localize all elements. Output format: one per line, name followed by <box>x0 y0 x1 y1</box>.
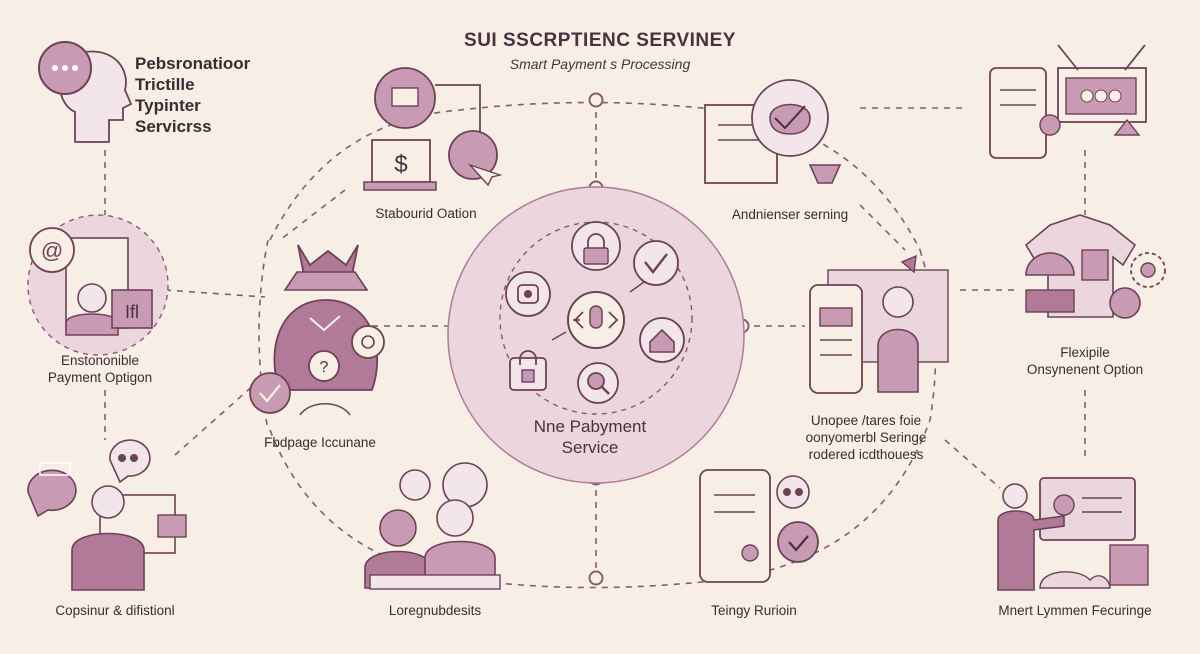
svg-text:@: @ <box>41 238 63 263</box>
phone-icon <box>505 271 551 317</box>
mobile-browser-icon <box>989 44 1147 159</box>
central-hub <box>447 186 745 484</box>
top-left-line-1: Pebsronatioor <box>135 54 251 73</box>
page-subtitle: Smart Payment s Processing <box>509 56 691 72</box>
phone-user-icon <box>809 254 949 394</box>
presenter-icon <box>997 477 1149 591</box>
wardrobe-settings-icon <box>1024 214 1166 319</box>
hub-label-line-1: Nne Pabyment <box>533 417 647 436</box>
top-left-line-4: Servicrss <box>135 117 212 136</box>
copsinur-label: Copsinur & difistionl <box>55 603 175 618</box>
fbdpage-label: Fbdpage Iccunane <box>264 435 376 450</box>
flexible-label: Flexipile Onsynenent Option <box>975 344 1195 378</box>
hub-label: Nne Pabyment Service <box>480 416 700 458</box>
home-icon <box>639 317 685 363</box>
loregnu-label: Loregnubdesits <box>388 603 482 618</box>
mnert-label: Mnert Lymmen Fecuringe <box>998 603 1152 618</box>
enstononible-line-2: Payment Optigon <box>47 370 153 385</box>
page-title: SUI SSCRPTIENC SERVINEY <box>464 30 736 51</box>
laptop-dollar-icon: $ <box>363 67 503 191</box>
top-left-label: Pebsronatioor Trictille Typinter Servicr… <box>135 53 250 137</box>
users-group-icon <box>364 462 501 590</box>
teingy-label: Teingy Rurioin <box>711 603 797 618</box>
enstononible-line-1: Enstononible <box>60 353 140 368</box>
flexible-line-2: Onsynenent Option <box>1026 362 1144 377</box>
unopee-line-3: rodered icdthouess <box>808 447 924 462</box>
search-icon <box>577 362 619 404</box>
andnienser-label: Andnienser serning <box>731 207 849 222</box>
bag-icon <box>509 350 547 391</box>
flexible-line-1: Flexipile <box>1060 345 1110 360</box>
head-speech-icon <box>38 41 133 143</box>
svg-text:Ifl: Ifl <box>125 302 139 322</box>
tablet-check-icon <box>699 469 819 583</box>
secure-user-icon: ? <box>249 244 385 416</box>
enstononible-label: Enstononible Payment Optigon <box>0 352 210 386</box>
check-icon <box>633 240 679 286</box>
stabourid-label: Stabourid Oation <box>375 206 477 221</box>
unopee-line-1: Unopee /tares foie <box>810 413 922 428</box>
support-agent-icon <box>27 439 187 591</box>
top-left-line-2: Trictille <box>135 75 195 94</box>
code-icon <box>567 291 625 349</box>
unopee-line-2: oonyomerbl Seringe <box>805 430 927 445</box>
unopee-label: Unopee /tares foie oonyomerbl Seringe ro… <box>756 412 976 463</box>
lock-icon <box>571 221 621 271</box>
tablet-piggy-icon <box>704 79 842 184</box>
svg-text:$: $ <box>394 151 407 178</box>
top-left-line-3: Typinter <box>135 96 201 115</box>
email-profile-icon: @ Ifl <box>27 214 169 356</box>
hub-label-line-2: Service <box>561 438 619 457</box>
svg-text:?: ? <box>320 359 329 376</box>
